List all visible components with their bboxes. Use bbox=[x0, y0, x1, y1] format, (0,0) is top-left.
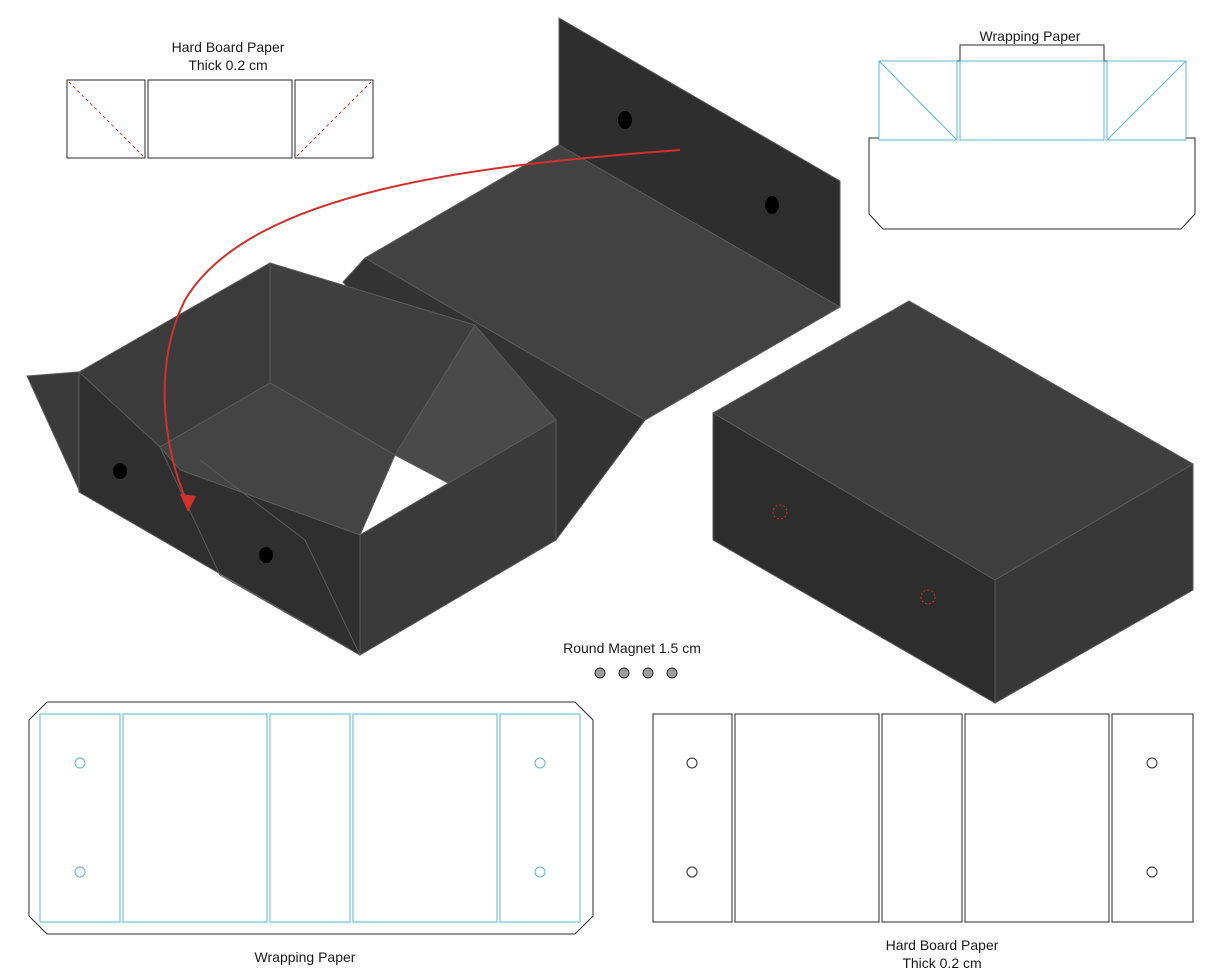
wrapping-top-label: Wrapping Paper bbox=[979, 28, 1081, 44]
open-box-illustration bbox=[26, 17, 841, 656]
hardboard-bottom-label: Hard Board Paper Thick 0.2 cm bbox=[842, 936, 1042, 972]
hardboard-bottom-line2: Thick 0.2 cm bbox=[902, 955, 982, 971]
closed-box-illustration bbox=[712, 300, 1194, 704]
hardboard-bottom-line1: Hard Board Paper bbox=[885, 937, 999, 953]
hardboard-top-line1: Hard Board Paper bbox=[171, 39, 285, 55]
wrapping-top-dieline bbox=[868, 44, 1196, 230]
hardboard-top-line2: Thick 0.2 cm bbox=[188, 57, 268, 73]
round-magnet-icons bbox=[594, 667, 678, 679]
wrapping-bottom-dieline bbox=[28, 701, 594, 935]
magnet-label: Round Magnet 1.5 cm bbox=[563, 640, 701, 656]
wrapping-bottom-label: Wrapping Paper bbox=[254, 949, 356, 965]
hardboard-top-dieline bbox=[66, 79, 374, 159]
round-magnet-icon bbox=[642, 667, 654, 679]
hardboard-bottom-dieline bbox=[652, 713, 1194, 923]
round-magnet-icon bbox=[618, 667, 630, 679]
round-magnet-icon bbox=[666, 667, 678, 679]
curved-fold-arrow bbox=[163, 149, 681, 512]
round-magnet-icon bbox=[594, 667, 606, 679]
hardboard-top-label: Hard Board Paper Thick 0.2 cm bbox=[128, 38, 328, 74]
